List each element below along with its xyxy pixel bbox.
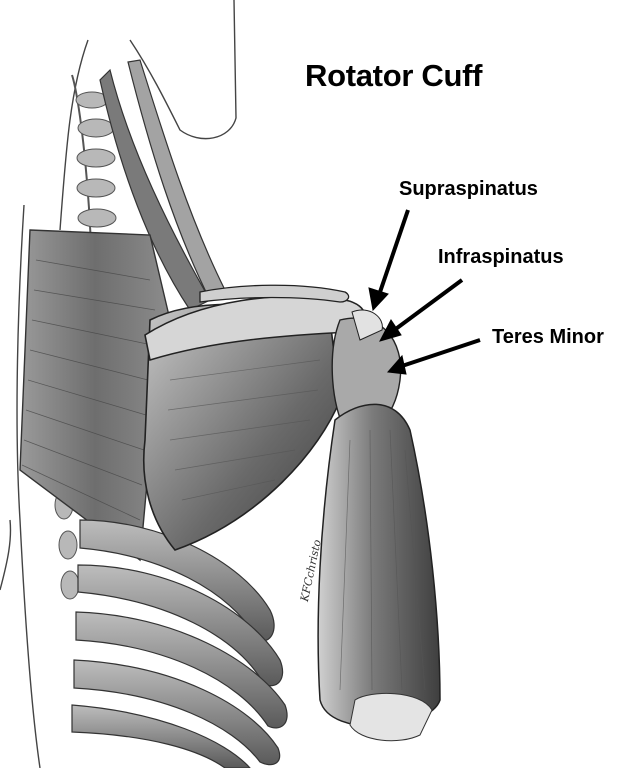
upper-arm <box>317 403 441 742</box>
arrow-supraspinatus <box>368 209 410 312</box>
figure-title: Rotator Cuff <box>305 58 483 93</box>
clavicle <box>199 284 350 303</box>
arrow-infraspinatus <box>379 278 464 342</box>
label-infraspinatus: Infraspinatus <box>438 246 564 268</box>
neck-outline <box>0 0 237 768</box>
label-supraspinatus: Supraspinatus <box>399 178 538 200</box>
arrow-teres-minor <box>386 338 481 375</box>
label-teres-minor: Teres Minor <box>492 326 604 348</box>
label-arrows <box>368 209 481 375</box>
ribs <box>71 519 288 768</box>
